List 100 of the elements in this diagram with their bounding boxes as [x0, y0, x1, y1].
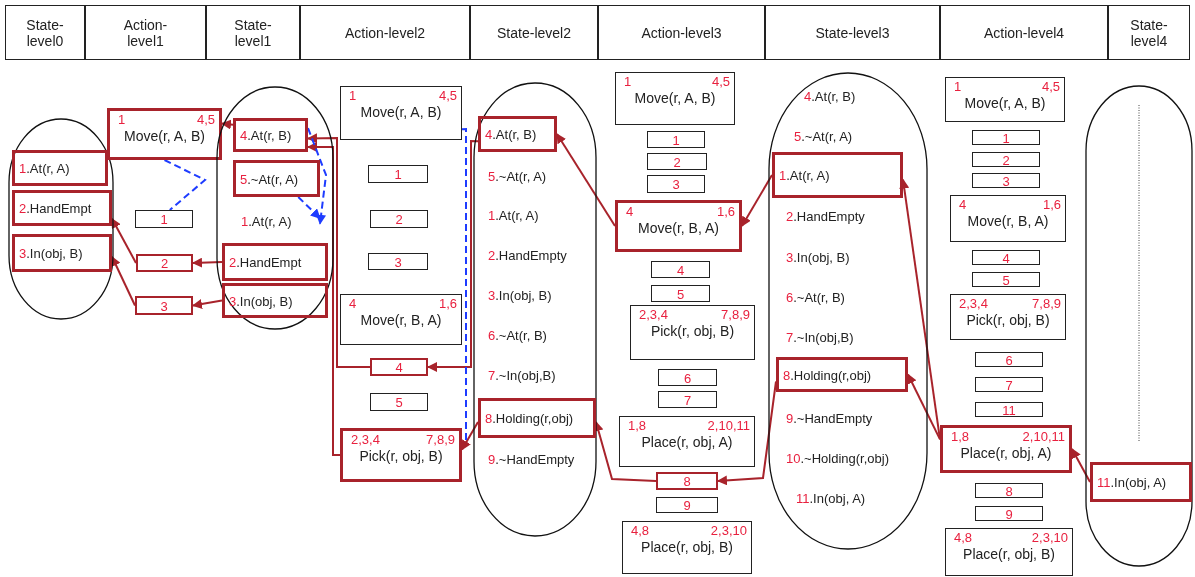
state-label: 11.In(obj, A) [796, 490, 866, 506]
noop-box [975, 377, 1043, 392]
highlight-box [12, 234, 112, 272]
highlight-box [776, 357, 908, 392]
effect-numbers: 7,8,9 [721, 307, 750, 322]
action-box [940, 425, 1072, 473]
state-label: 8.Holding(r,obj) [485, 410, 574, 426]
effect-numbers: 4,5 [196, 112, 215, 127]
action-name: Move(r, A, B) [963, 95, 1047, 111]
header-cell [85, 5, 206, 60]
precondition-numbers: 4,8 [631, 523, 650, 538]
noop-box [370, 393, 428, 411]
noop-box [651, 261, 710, 278]
noop-number: 1 [159, 212, 169, 226]
action-box [950, 294, 1066, 340]
noop-number: 6 [1004, 353, 1014, 366]
precondition-numbers: 2,3,4 [959, 296, 988, 311]
state-label: 3.In(obj, B) [19, 245, 83, 261]
noop-box [975, 506, 1043, 521]
noop-box [656, 497, 718, 513]
noop-box [658, 391, 717, 408]
action-box [945, 528, 1073, 576]
precondition-numbers: 2,3,4 [351, 432, 380, 447]
precondition-numbers: 2,3,4 [639, 307, 668, 322]
noop-box [647, 131, 705, 148]
action-name: Place(r, obj, B) [962, 546, 1056, 562]
state-label: 2.HandEmpty [786, 208, 865, 224]
effect-numbers: 4,5 [711, 74, 730, 89]
precondition-numbers: 1 [349, 88, 357, 103]
state-label: 7.~In(obj,B) [786, 329, 854, 345]
highlight-box [12, 150, 108, 186]
header-cell [5, 5, 85, 60]
action-box [619, 416, 755, 467]
noop-number: 6 [682, 371, 693, 384]
noop-number: 11 [1001, 403, 1017, 416]
effect-numbers: 1,6 [716, 204, 735, 219]
highlight-box [233, 160, 320, 197]
state-label: 6.~At(r, B) [786, 289, 845, 305]
arrow [307, 133, 371, 368]
state-label: 2.HandEmpty [488, 247, 567, 263]
arrow [221, 119, 234, 130]
arrow [1071, 448, 1091, 483]
highlight-box [478, 398, 596, 438]
state-label: 2.HandEmpt [19, 200, 92, 216]
noop-number: 9 [682, 498, 692, 512]
arrow [111, 217, 137, 264]
action-name: Pick(r, obj, B) [965, 312, 1051, 328]
effect-numbers: 2,10,11 [707, 418, 750, 433]
precondition-numbers: 1 [624, 74, 632, 89]
action-box [622, 521, 752, 574]
noop-box [370, 210, 428, 228]
precondition-numbers: 1 [954, 79, 962, 94]
highlight-box [1090, 462, 1192, 502]
noop-number: 8 [1004, 484, 1014, 497]
precondition-numbers: 4,8 [954, 530, 973, 545]
state-label: 6.~At(r, B) [488, 327, 547, 343]
noop-box [647, 153, 707, 170]
state-label: 5.~At(r, A) [488, 168, 547, 184]
dashed-arrow [307, 127, 328, 225]
highlight-box [222, 243, 328, 281]
noop-number: 3 [671, 177, 681, 191]
noop-box [647, 175, 705, 193]
action-name: Move(r, B, A) [966, 213, 1050, 229]
effect-numbers: 2,3,10 [710, 523, 747, 538]
noop-box [135, 296, 193, 315]
noop-number: 3 [393, 255, 403, 268]
arrow [907, 373, 941, 441]
highlight-box [233, 118, 308, 152]
arrow [192, 299, 223, 309]
arrow [111, 255, 136, 307]
highlight-box [12, 190, 112, 226]
state-label: 10.~Holding(r,obj) [786, 450, 889, 466]
noop-number: 5 [675, 287, 686, 300]
noop-number: 1 [1001, 131, 1011, 144]
action-box [340, 428, 462, 482]
header-cell [300, 5, 470, 60]
state-label: 3.In(obj, B) [229, 293, 293, 308]
arrow [192, 257, 223, 268]
header-cell [470, 5, 598, 60]
noop-box [972, 173, 1040, 188]
noop-number: 7 [1004, 378, 1014, 391]
noop-number: 9 [1004, 507, 1014, 520]
precondition-numbers: 4 [349, 296, 357, 311]
action-box [950, 195, 1066, 242]
state-label: 5.~At(r, A) [794, 128, 853, 144]
state-label: 4.At(r, B) [485, 126, 537, 142]
noop-number: 5 [1001, 273, 1011, 286]
state-label: 5.~At(r, A) [240, 171, 299, 186]
noop-box [135, 210, 193, 228]
noop-number: 7 [682, 393, 693, 406]
state-label: 9.~HandEmpty [488, 451, 575, 467]
action-box [615, 72, 735, 125]
header-cell [1108, 5, 1190, 60]
dashed-connector-line [163, 159, 207, 211]
level-heading: State- level0 [25, 16, 65, 49]
level-heading: State-level2 [497, 24, 571, 41]
noop-box [136, 254, 193, 272]
noop-number: 5 [394, 395, 404, 409]
noop-box [972, 250, 1040, 265]
header-cell [940, 5, 1108, 60]
